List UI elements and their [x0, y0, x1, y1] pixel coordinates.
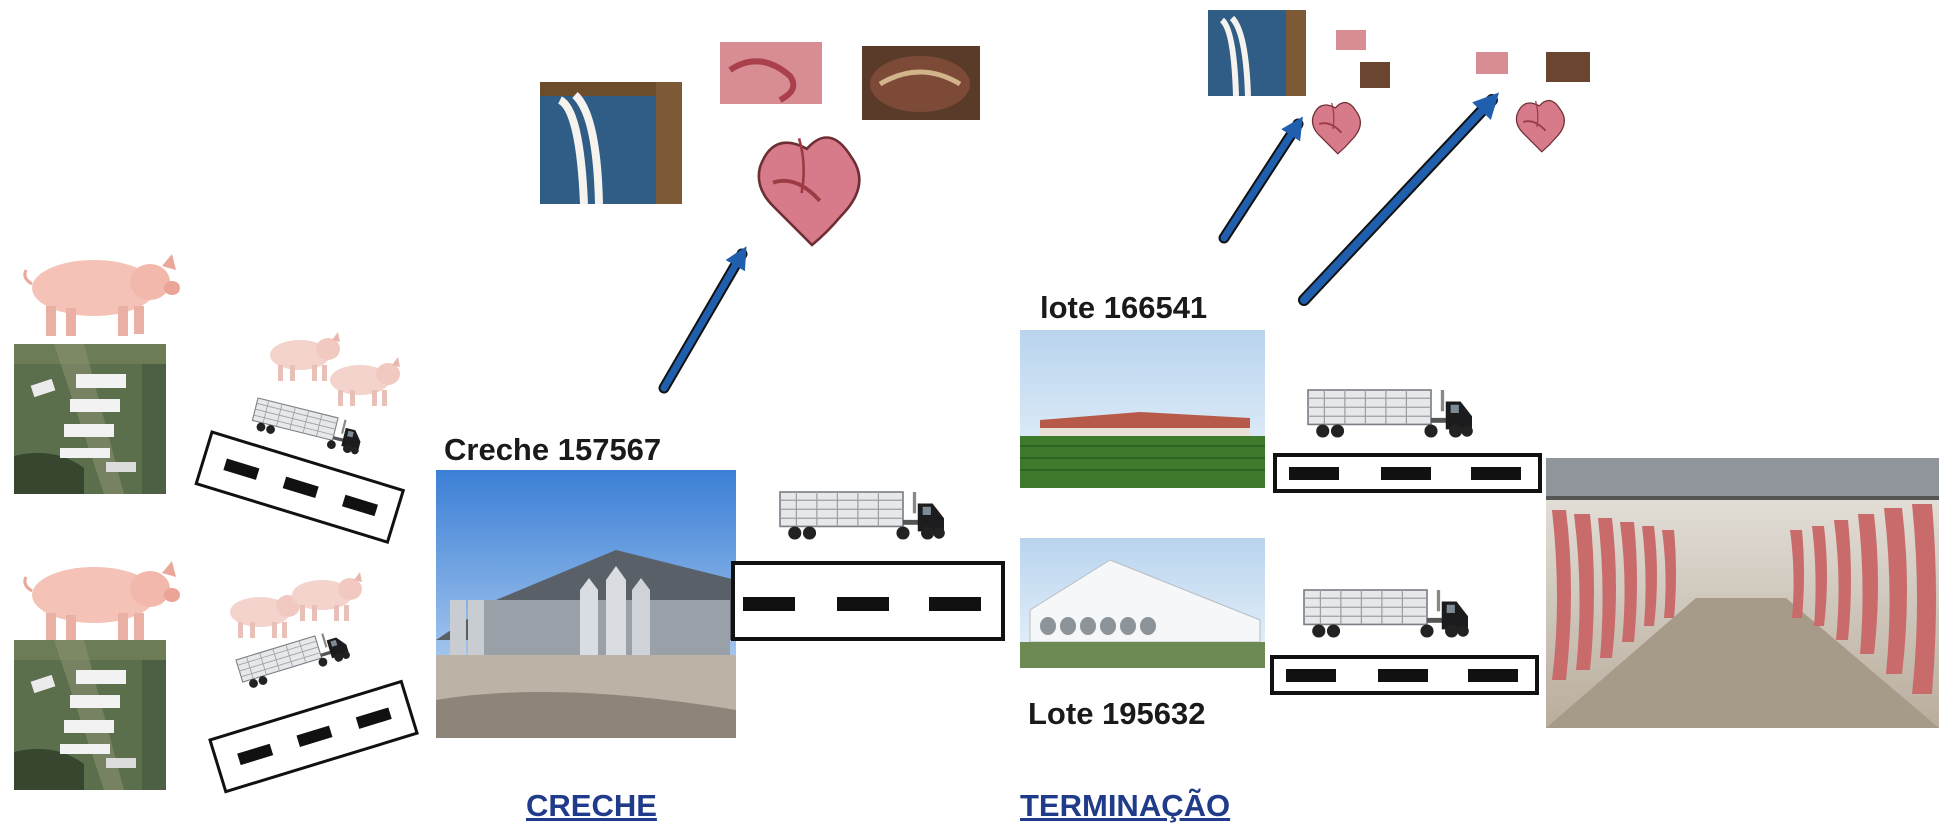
- pig-icon: [23, 252, 182, 338]
- organ-samples-icon: [540, 42, 980, 247]
- truck-icon: [1303, 589, 1470, 639]
- arrow-creche: [658, 246, 748, 394]
- lote-top-label: lote 166541: [1040, 290, 1208, 325]
- piglet-icon: [270, 332, 340, 381]
- piglet-icon: [292, 572, 362, 621]
- lote-bottom-label: Lote 195632: [1028, 696, 1206, 731]
- road-sign-3: [731, 561, 1005, 641]
- barn-photo: [436, 470, 736, 738]
- piglet-icon: [230, 589, 300, 638]
- barn-photo: [1020, 538, 1265, 668]
- organ-samples-icon: [1208, 10, 1590, 155]
- stage-creche-label: CRECHE: [526, 788, 657, 823]
- pig-icon: [23, 559, 182, 645]
- road-sign-2: [208, 679, 419, 794]
- truck-icon: [1307, 389, 1474, 439]
- truck-icon: [249, 397, 366, 457]
- piglet-icon: [330, 357, 400, 406]
- road-sign-5: [1270, 655, 1539, 695]
- arrow-terminacao-2: [1298, 92, 1500, 306]
- barn-photo: [1020, 330, 1265, 488]
- truck-icon: [779, 491, 946, 541]
- farm-aerial-photo: [14, 344, 166, 494]
- road-sign-1: [194, 430, 406, 544]
- creche-lot-label: Creche 157567: [444, 432, 662, 467]
- arrow-terminacao-1: [1218, 116, 1304, 244]
- road-sign-4: [1273, 453, 1542, 493]
- stage-terminacao-label: TERMINAÇÃO: [1020, 788, 1231, 823]
- farm-aerial-photo: [14, 640, 166, 790]
- slaughterhouse-photo: [1546, 458, 1939, 728]
